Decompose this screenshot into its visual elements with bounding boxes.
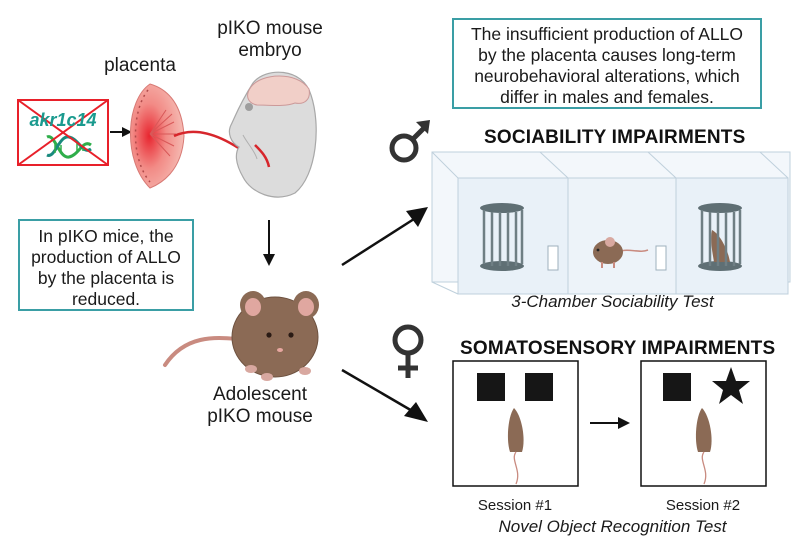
- embryo-label-line2: embryo: [238, 40, 302, 61]
- note-left-line: In pIKO mice, the: [38, 226, 174, 246]
- session1-arena: [452, 360, 579, 487]
- cross-line: [17, 99, 109, 166]
- free-mouse-icon: [593, 237, 649, 268]
- adolescent-label: Adolescent pIKO mouse: [200, 384, 320, 428]
- arrow-gene-to-placenta: [110, 127, 132, 137]
- gene-name: akr1c14: [29, 110, 97, 130]
- familiar-object-square: [525, 373, 553, 401]
- arrow-to-female-branch: [341, 368, 428, 422]
- novel-object-star: [712, 367, 750, 404]
- note-top-line: The insufficient production of ALLO: [470, 24, 744, 44]
- caged-mouse-icon: [698, 203, 742, 271]
- adolescent-label-line2: pIKO mouse: [207, 406, 313, 427]
- female-test-caption: Novel Object Recognition Test: [498, 517, 727, 536]
- mouse-topview-icon: [507, 408, 524, 485]
- empty-cage-icon: [480, 203, 524, 271]
- familiar-object-square: [477, 373, 505, 401]
- note-top-line: by the placenta causes long-term: [478, 45, 736, 65]
- note-top-line: differ in males and females.: [500, 87, 714, 107]
- adolescent-mouse-illustration: [163, 291, 319, 381]
- note-top-box: The insufficient production of ALLO by t…: [452, 18, 762, 109]
- arrow-embryo-to-adolescent: [263, 220, 275, 266]
- mouse-topview-icon: [695, 408, 712, 485]
- male-heading: SOCIABILITY IMPAIRMENTS: [484, 127, 746, 148]
- note-top-line: neurobehavioral alterations, which: [474, 66, 740, 86]
- session2-label: Session #2: [665, 497, 741, 514]
- male-test-caption: 3-Chamber Sociability Test: [511, 292, 714, 311]
- note-left-line: by the placenta is: [37, 268, 175, 288]
- door: [547, 245, 559, 271]
- three-chamber-apparatus: [431, 151, 791, 295]
- embryo-label-line1: pIKO mouse: [217, 18, 323, 39]
- note-left-box: In pIKO mice, the production of ALLO by …: [18, 219, 194, 311]
- male-symbol-icon: [389, 120, 430, 163]
- door: [655, 245, 667, 271]
- adolescent-label-line1: Adolescent: [212, 384, 307, 405]
- arrow-session1-to-session2: [590, 417, 630, 429]
- placenta-label: placenta: [104, 55, 176, 76]
- note-left-line: production of ALLO: [31, 247, 181, 267]
- session2-arena: [640, 360, 767, 487]
- placenta-illustration: [130, 83, 256, 189]
- female-heading: SOMATOSENSORY IMPAIRMENTS: [460, 338, 776, 359]
- familiar-object-square: [663, 373, 691, 401]
- embryo-label: pIKO mouse embryo: [200, 18, 340, 62]
- gene-knockout-box: akr1c14: [17, 99, 109, 166]
- gene-box-graphic: [17, 99, 109, 166]
- arrow-to-male-branch: [341, 207, 428, 267]
- note-left-line: reduced.: [71, 289, 141, 309]
- session1-label: Session #1: [477, 497, 553, 514]
- female-symbol-icon: [392, 324, 424, 378]
- embryo-illustration: [228, 71, 317, 198]
